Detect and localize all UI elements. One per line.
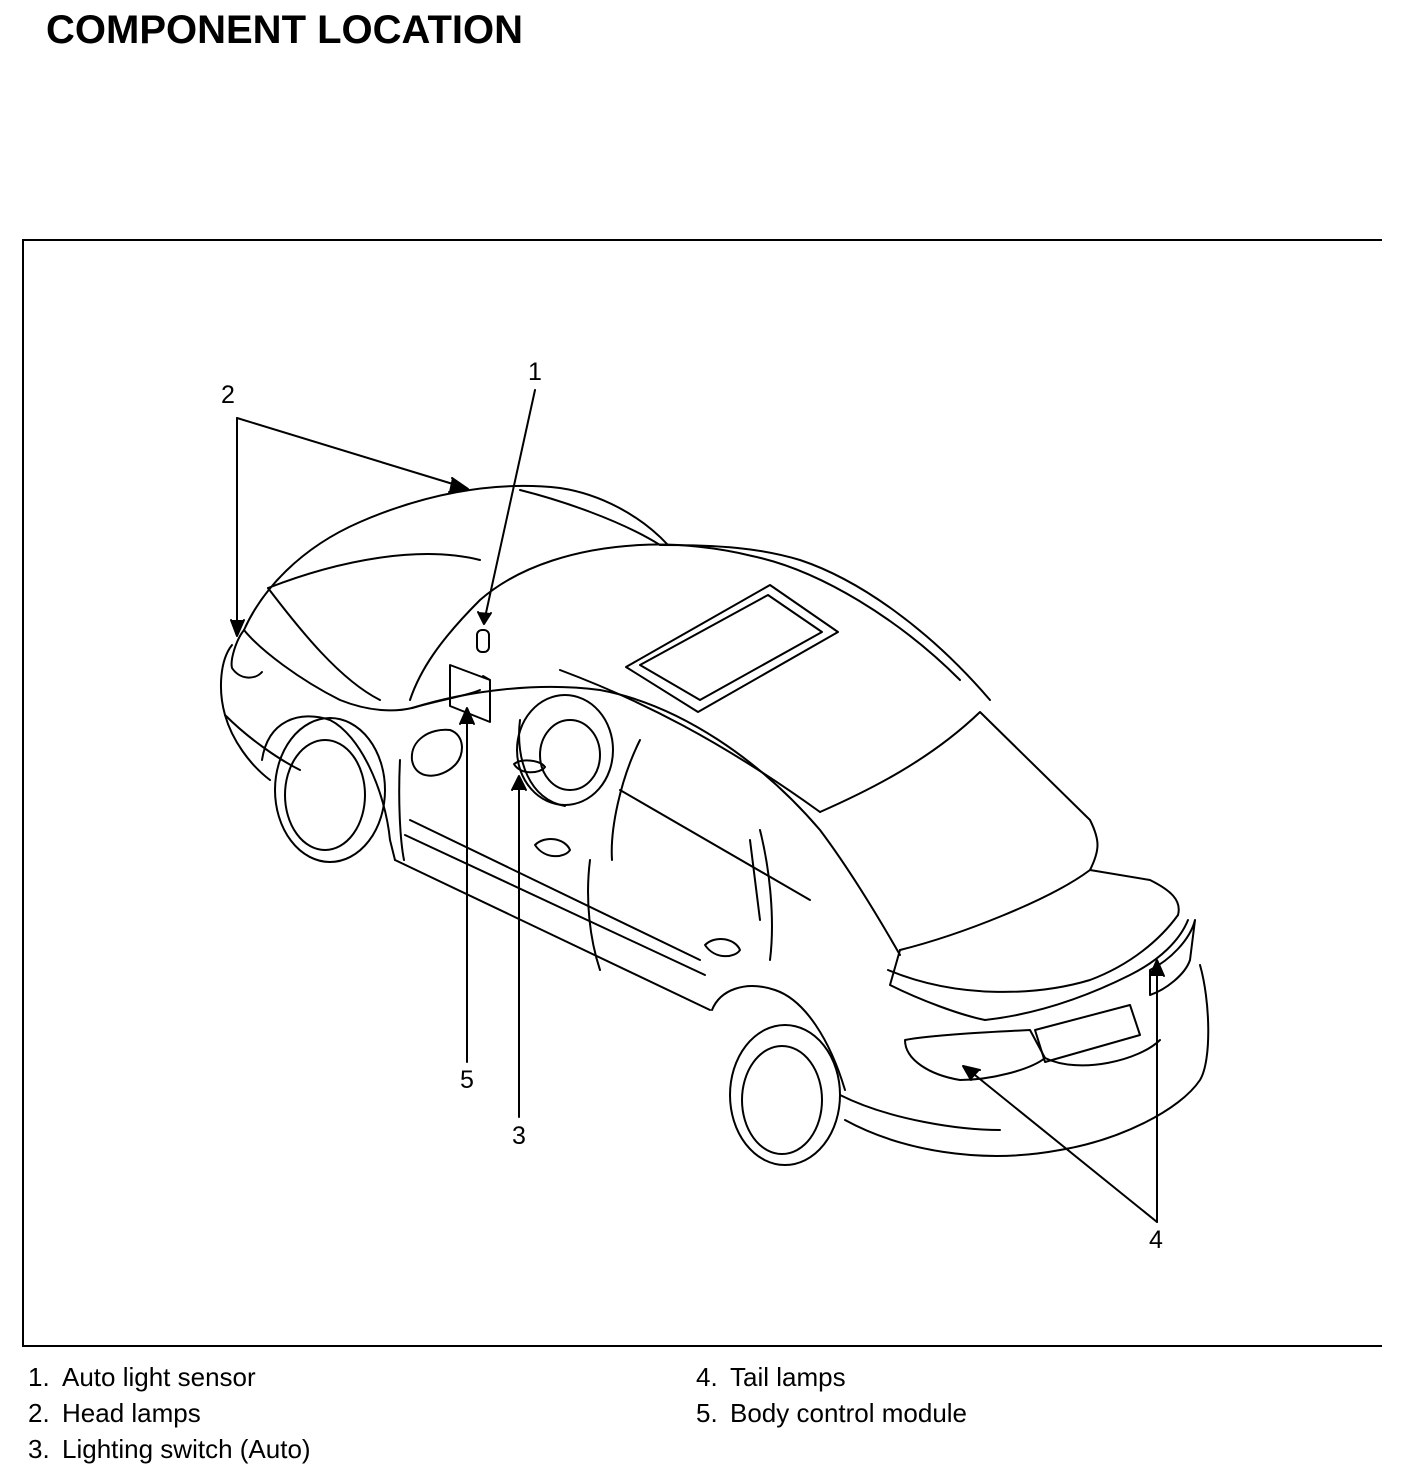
legend-number: 2. bbox=[28, 1398, 50, 1428]
callout-2: 2 bbox=[221, 381, 235, 409]
legend-number: 5. bbox=[696, 1398, 718, 1428]
callout-3: 3 bbox=[512, 1122, 526, 1150]
callout-4: 4 bbox=[1149, 1226, 1163, 1254]
legend-label: Tail lamps bbox=[730, 1362, 846, 1392]
legend-item: 1. Auto light sensor bbox=[28, 1364, 256, 1390]
page-title: COMPONENT LOCATION bbox=[46, 8, 524, 52]
leader-lines bbox=[230, 389, 1165, 1223]
legend-item: 5. Body control module bbox=[696, 1400, 967, 1426]
figure-frame bbox=[22, 239, 1382, 1347]
legend-number: 3. bbox=[28, 1434, 50, 1464]
callout-1: 1 bbox=[528, 358, 542, 386]
legend-item: 4. Tail lamps bbox=[696, 1364, 846, 1390]
callout-5: 5 bbox=[460, 1066, 474, 1094]
legend-item: 3. Lighting switch (Auto) bbox=[28, 1436, 311, 1462]
car-body bbox=[220, 484, 1210, 1166]
legend-label: Head lamps bbox=[62, 1398, 201, 1428]
legend-label: Auto light sensor bbox=[62, 1362, 256, 1392]
legend-item: 2. Head lamps bbox=[28, 1400, 201, 1426]
legend-label: Body control module bbox=[730, 1398, 968, 1428]
legend-number: 4. bbox=[696, 1362, 718, 1392]
legend-label: Lighting switch (Auto) bbox=[62, 1434, 311, 1464]
legend-number: 1. bbox=[28, 1362, 50, 1392]
